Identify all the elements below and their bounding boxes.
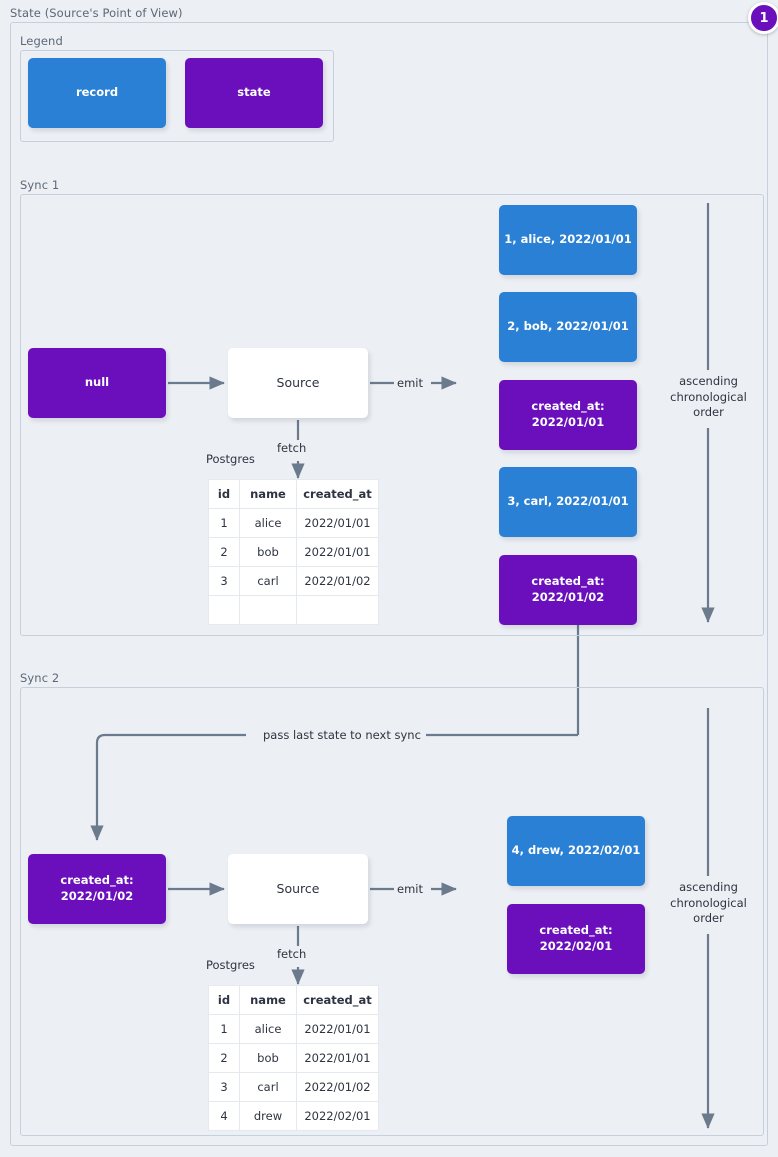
sync1-emitted-record-2-label: 2, bob, 2022/01/01 xyxy=(507,319,629,334)
sync1-emitted-state-2-line2: 2022/01/02 xyxy=(531,590,605,604)
sync1-fetch-label: fetch xyxy=(277,441,307,455)
sync2-emitted-state-1-line2: 2022/02/01 xyxy=(539,939,613,953)
table-row: 2 bob 2022/01/01 xyxy=(208,537,379,567)
sync1-emitted-state-1-line1: created_at: xyxy=(531,399,605,414)
sync1-emit-label: emit xyxy=(397,376,423,390)
sync2-emitted-record-1-label: 4, drew, 2022/02/01 xyxy=(511,843,641,858)
cell-created: 2022/02/01 xyxy=(296,1101,379,1131)
sync1-label: Sync 1 xyxy=(20,178,60,192)
cell-created: 2022/01/01 xyxy=(296,537,379,567)
col-id: id xyxy=(208,985,240,1015)
sync1-emitted-record-3-label: 3, carl, 2022/01/01 xyxy=(507,494,629,509)
cell-name: carl xyxy=(239,1072,297,1102)
table-header-row: id name created_at xyxy=(208,985,379,1015)
legend-swatch-record: record xyxy=(28,58,166,128)
sync1-emitted-record-3: 3, carl, 2022/01/01 xyxy=(499,467,637,537)
sync1-source-label: Source xyxy=(276,374,320,390)
cell-name: carl xyxy=(239,566,297,596)
table-row: 2 bob 2022/01/01 xyxy=(208,1043,379,1073)
sync2-label: Sync 2 xyxy=(20,671,60,685)
sync1-emitted-state-1: created_at: 2022/01/01 xyxy=(499,380,637,450)
col-created-at: created_at xyxy=(296,985,379,1015)
sync2-db-label: Postgres xyxy=(206,958,255,972)
sync2-input-state: created_at: 2022/01/02 xyxy=(28,854,166,924)
cell-id: 3 xyxy=(208,1072,240,1102)
sync1-emitted-state-1-line2: 2022/01/01 xyxy=(531,415,605,429)
table-row: 3 carl 2022/01/02 xyxy=(208,566,379,596)
sync2-frame xyxy=(20,687,764,1136)
legend-swatch-state-label: state xyxy=(237,85,271,100)
cell-created: 2022/01/01 xyxy=(296,1043,379,1073)
sync1-frame xyxy=(20,194,764,636)
cell-id: 2 xyxy=(208,1043,240,1073)
cell-created: 2022/01/01 xyxy=(296,508,379,538)
outer-frame xyxy=(10,22,768,1146)
sync2-input-state-line2: 2022/01/02 xyxy=(60,889,134,903)
sync2-emitted-state-1: created_at: 2022/02/01 xyxy=(507,904,645,974)
sync1-emitted-state-2-line1: created_at: xyxy=(531,574,605,589)
cell-id: 3 xyxy=(208,566,240,596)
cell-name: alice xyxy=(239,508,297,538)
page-title: State (Source's Point of View) xyxy=(10,6,183,20)
sync2-postgres-table: id name created_at 1 alice 2022/01/01 2 … xyxy=(208,985,379,1131)
table-row-empty xyxy=(208,595,379,625)
table-header-row: id name created_at xyxy=(208,479,379,509)
cell-name: alice xyxy=(239,1014,297,1044)
cell-name: drew xyxy=(239,1101,297,1131)
sync2-emitted-record-1: 4, drew, 2022/02/01 xyxy=(507,816,645,886)
col-created-at: created_at xyxy=(296,479,379,509)
col-id: id xyxy=(208,479,240,509)
sync2-source-label: Source xyxy=(276,880,320,896)
sync1-order-label: ascending chronological order xyxy=(670,374,747,420)
sync2-source-node: Source xyxy=(228,854,368,924)
sync1-emitted-record-1-label: 1, alice, 2022/01/01 xyxy=(504,232,632,247)
sync2-input-state-line1: created_at: xyxy=(60,873,134,888)
legend-label: Legend xyxy=(20,34,63,48)
cell-created: 2022/01/02 xyxy=(296,1072,379,1102)
cell-id: 2 xyxy=(208,537,240,567)
col-name: name xyxy=(239,479,297,509)
cell-name: bob xyxy=(239,537,297,567)
cell-id: 1 xyxy=(208,508,240,538)
sync2-emitted-state-1-line1: created_at: xyxy=(539,923,613,938)
cell-id xyxy=(208,595,240,625)
sync1-emitted-record-1: 1, alice, 2022/01/01 xyxy=(499,205,637,275)
sync2-fetch-label: fetch xyxy=(277,947,307,961)
sync1-emitted-record-2: 2, bob, 2022/01/01 xyxy=(499,292,637,362)
cell-created: 2022/01/02 xyxy=(296,566,379,596)
sync1-postgres-table: id name created_at 1 alice 2022/01/01 2 … xyxy=(208,479,379,625)
cell-id: 1 xyxy=(208,1014,240,1044)
legend-frame xyxy=(20,50,334,142)
sync1-input-state-label: null xyxy=(84,375,110,390)
cell-created xyxy=(296,595,379,625)
table-row: 3 carl 2022/01/02 xyxy=(208,1072,379,1102)
table-row: 4 drew 2022/02/01 xyxy=(208,1101,379,1131)
sync1-source-node: Source xyxy=(228,348,368,418)
legend-swatch-record-label: record xyxy=(75,85,119,100)
cell-id: 4 xyxy=(208,1101,240,1131)
cell-created: 2022/01/01 xyxy=(296,1014,379,1044)
cell-name: bob xyxy=(239,1043,297,1073)
sync2-pass-state-label: pass last state to next sync xyxy=(258,728,426,742)
sync2-order-label: ascending chronological order xyxy=(670,880,747,926)
sync1-db-label: Postgres xyxy=(206,452,255,466)
table-row: 1 alice 2022/01/01 xyxy=(208,508,379,538)
sync1-emitted-state-2: created_at: 2022/01/02 xyxy=(499,555,637,625)
cell-name xyxy=(239,595,297,625)
sync2-emit-label: emit xyxy=(397,882,423,896)
table-row: 1 alice 2022/01/01 xyxy=(208,1014,379,1044)
sync1-input-state: null xyxy=(28,348,166,418)
step-badge: 1 xyxy=(748,2,778,34)
legend-swatch-state: state xyxy=(185,58,323,128)
col-name: name xyxy=(239,985,297,1015)
